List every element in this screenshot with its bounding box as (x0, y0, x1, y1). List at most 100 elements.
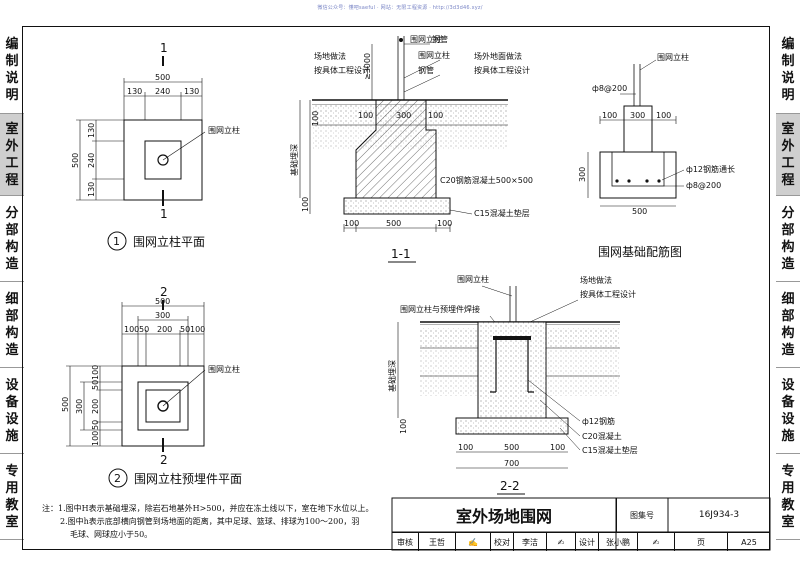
page-label: 页 (675, 533, 728, 551)
plan2-dim: 100 (91, 431, 100, 446)
check-label: 校对 (491, 533, 514, 551)
rebar-stirrup-label: ф8@200 (686, 181, 721, 190)
plan1-title: 围网立柱平面 (133, 234, 205, 249)
plan1-dim: 130 (87, 123, 96, 138)
plan2-dim: 300 (75, 399, 84, 414)
section-mark-top: 2 (160, 285, 168, 299)
plan2-dim: 100 (124, 325, 139, 334)
section2-title: 2-2 (500, 479, 520, 493)
section2-ground-note: 场地做法 (580, 275, 612, 285)
plan2-callout: 围网立柱 (208, 364, 240, 374)
plan-2: 2 2 500 300 100 50 200 50 100 500 300 10… (61, 285, 242, 488)
note-line: 毛球、网球应小于50。 (70, 530, 153, 539)
section1-ground-note: 场外地面做法 (474, 51, 522, 61)
designer-signature: ✍ (638, 533, 675, 551)
section-mark-bottom: 2 (160, 453, 168, 467)
plan2-dim: 50 (91, 420, 100, 430)
section2-post-label: 围网立柱 (457, 274, 489, 284)
right-tab-5[interactable]: 设备设施 (776, 368, 800, 454)
section1-dim: 300 (396, 111, 411, 120)
plan1-dim-total: 500 (155, 73, 170, 82)
rebar-long-bar-label: ф12钢筋通长 (686, 164, 735, 174)
left-tab-2[interactable]: 室外工程 (0, 114, 24, 196)
plan1-dim: 130 (184, 87, 199, 96)
section1-ground-note: 按具体工程设计 (474, 65, 530, 75)
section1-title: 1-1 (391, 247, 411, 261)
section2-dim: 100 (458, 443, 473, 452)
section1-dim: 500 (386, 219, 401, 228)
section1-pad-height: 100 (301, 197, 310, 212)
plan2-dim: 200 (91, 399, 100, 414)
plan2-dim: 100 (190, 325, 205, 334)
rebar-dim: 300 (630, 111, 645, 120)
section2-dim: 500 (504, 443, 519, 452)
plan2-dim: 200 (157, 325, 172, 334)
rebar-height: 300 (578, 167, 587, 182)
right-tab-1[interactable]: 编制说明 (776, 26, 800, 114)
watermark: 微信公众号：懂吧saeful · 网站：无限工程资源 · http://3d3d… (317, 5, 483, 11)
plan1-dim: 130 (127, 87, 142, 96)
section1-height: ≥3000 (363, 53, 372, 80)
section-mark-bottom: 1 (160, 207, 168, 221)
left-tab-3[interactable]: 分部构造 (0, 196, 24, 282)
section2-pad-height: 100 (399, 419, 408, 434)
rebar-title: 围网基础配筋图 (598, 244, 682, 259)
section2-ground-note: 按具体工程设计 (580, 289, 636, 299)
section1-concrete-label: C20钢筋混凝土500×500 (440, 175, 533, 185)
notes: 注：1.图中H表示基础埋深，除岩石地基外H>500，并应在冻土线以下，室在地下水… (42, 502, 374, 541)
section1-post-label: 围网立柱 (410, 34, 442, 44)
rebar-post-label: 围网立柱 (657, 52, 689, 62)
signature-row: 审核 王哲 ✍ 校对 李洁 ✍ 设计 张小鹏 ✍ 页 A25 (392, 532, 770, 551)
right-tab-4[interactable]: 细部构造 (776, 282, 800, 368)
section2-dim: 100 (550, 443, 565, 452)
left-tab-5[interactable]: 设备设施 (0, 368, 24, 454)
left-tab-1[interactable]: 编制说明 (0, 26, 24, 114)
section-2-2: 围网立柱 围网立柱与预埋件焊接 场地做法 按具体工程设计 ф12钢筋 C20混凝… (387, 274, 638, 495)
section2-concrete-label: C20混凝土 (582, 431, 622, 441)
section1-note: 场地做法 (314, 51, 346, 61)
section1-pad-label: C15混凝土垫层 (474, 208, 530, 218)
section2-pad-label: C15混凝土垫层 (582, 445, 638, 455)
section1-dim: 100 (428, 111, 443, 120)
checker-name: 李洁 (514, 533, 547, 551)
section1-note: 按具体工程设计 (314, 65, 370, 75)
section1-dim: 100 (358, 111, 373, 120)
plan2-dim: 500 (61, 397, 70, 412)
note-line: 注：1.图中H表示基础埋深，除岩石地基外H>500，并应在冻土线以下，室在地下水… (42, 504, 374, 513)
section2-rebar-label: ф12钢筋 (582, 416, 615, 426)
right-tab-2[interactable]: 室外工程 (776, 114, 800, 196)
plan1-callout: 围网立柱 (208, 125, 240, 135)
section1-depth: 基础埋深 (289, 144, 299, 176)
plan2-title: 围网立柱预埋件平面 (134, 471, 242, 486)
section2-depth: 基础埋深 (387, 360, 397, 392)
page-number: A25 (741, 537, 757, 547)
plan2-dim: 500 (155, 297, 170, 306)
left-tab-4[interactable]: 细部构造 (0, 282, 24, 368)
plan-1: 1 1 500 130 240 130 500 130 240 130 围网立柱 (71, 41, 240, 251)
section2-dim: 700 (504, 459, 519, 468)
section2-weld-label: 围网立柱与预埋件焊接 (400, 304, 480, 314)
sheet-title: 室外场地围网 (392, 498, 617, 532)
review-label: 审核 (392, 533, 419, 551)
reviewer-signature: ✍ (456, 533, 491, 551)
section1-dim: 100 (344, 219, 359, 228)
plan2-dim: 50 (91, 380, 100, 390)
left-tab-6[interactable]: 专用教室 (0, 454, 24, 540)
plan2-dim: 50 (180, 325, 190, 334)
rebar-dim: 500 (632, 207, 647, 216)
right-tab-6[interactable]: 专用教室 (776, 454, 800, 540)
plan1-dim: 240 (87, 153, 96, 168)
plan1-dim: 130 (87, 182, 96, 197)
note-line: 2.图中h表示底部横向钢管到场地面的距离，其中足球、篮球、排球为100～200，… (60, 517, 360, 526)
designer-name: 张小鹏 (599, 533, 638, 551)
plan1-dim: 500 (71, 153, 80, 168)
plan2-dim: 100 (91, 365, 100, 380)
section1-pipe-label: 钢管 (418, 65, 434, 75)
reviewer-name: 王哲 (419, 533, 456, 551)
plan1-dim: 240 (155, 87, 170, 96)
section-mark-top: 1 (160, 41, 168, 55)
right-tab-3[interactable]: 分部构造 (776, 196, 800, 282)
rebar-dim: 100 (656, 111, 671, 120)
plan2-dim: 50 (139, 325, 149, 334)
